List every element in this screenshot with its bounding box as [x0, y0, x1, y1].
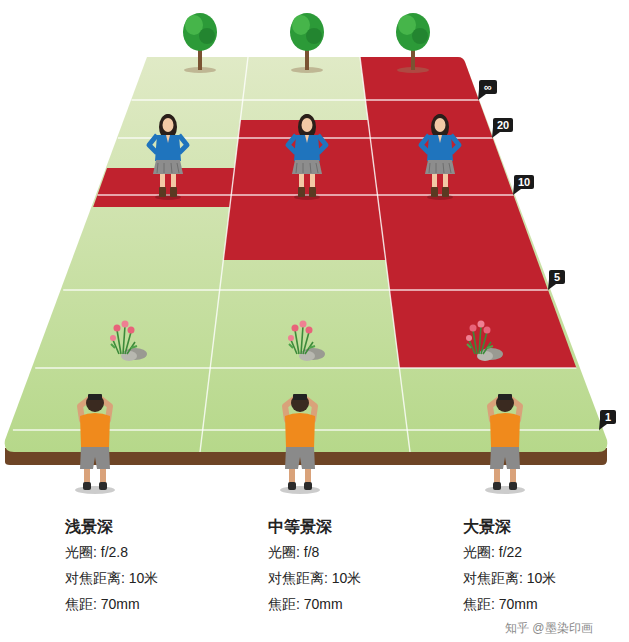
parameter-text: 对焦距离: 10米	[463, 570, 556, 587]
parameter-text: 对焦距离: 10米	[65, 570, 158, 587]
column-heading: 中等景深	[268, 517, 332, 536]
distance-marker: ∞	[479, 80, 497, 94]
distance-marker: 10	[514, 175, 534, 189]
parameter-text: 光圈: f/2.8	[65, 544, 128, 561]
parameter-text: 对焦距离: 10米	[268, 570, 361, 587]
watermark: 知乎 @墨染印画	[505, 621, 593, 635]
distance-marker: 5	[549, 270, 565, 284]
column-heading: 浅景深	[65, 517, 113, 536]
column-heading: 大景深	[463, 517, 511, 536]
parameter-text: 光圈: f/8	[268, 544, 319, 561]
distance-marker: 20	[493, 118, 513, 132]
parameter-text: 光圈: f/22	[463, 544, 522, 561]
parameter-text: 焦距: 70mm	[463, 596, 538, 613]
parameter-text: 焦距: 70mm	[65, 596, 140, 613]
parameter-text: 焦距: 70mm	[268, 596, 343, 613]
distance-marker: 1	[600, 410, 616, 424]
